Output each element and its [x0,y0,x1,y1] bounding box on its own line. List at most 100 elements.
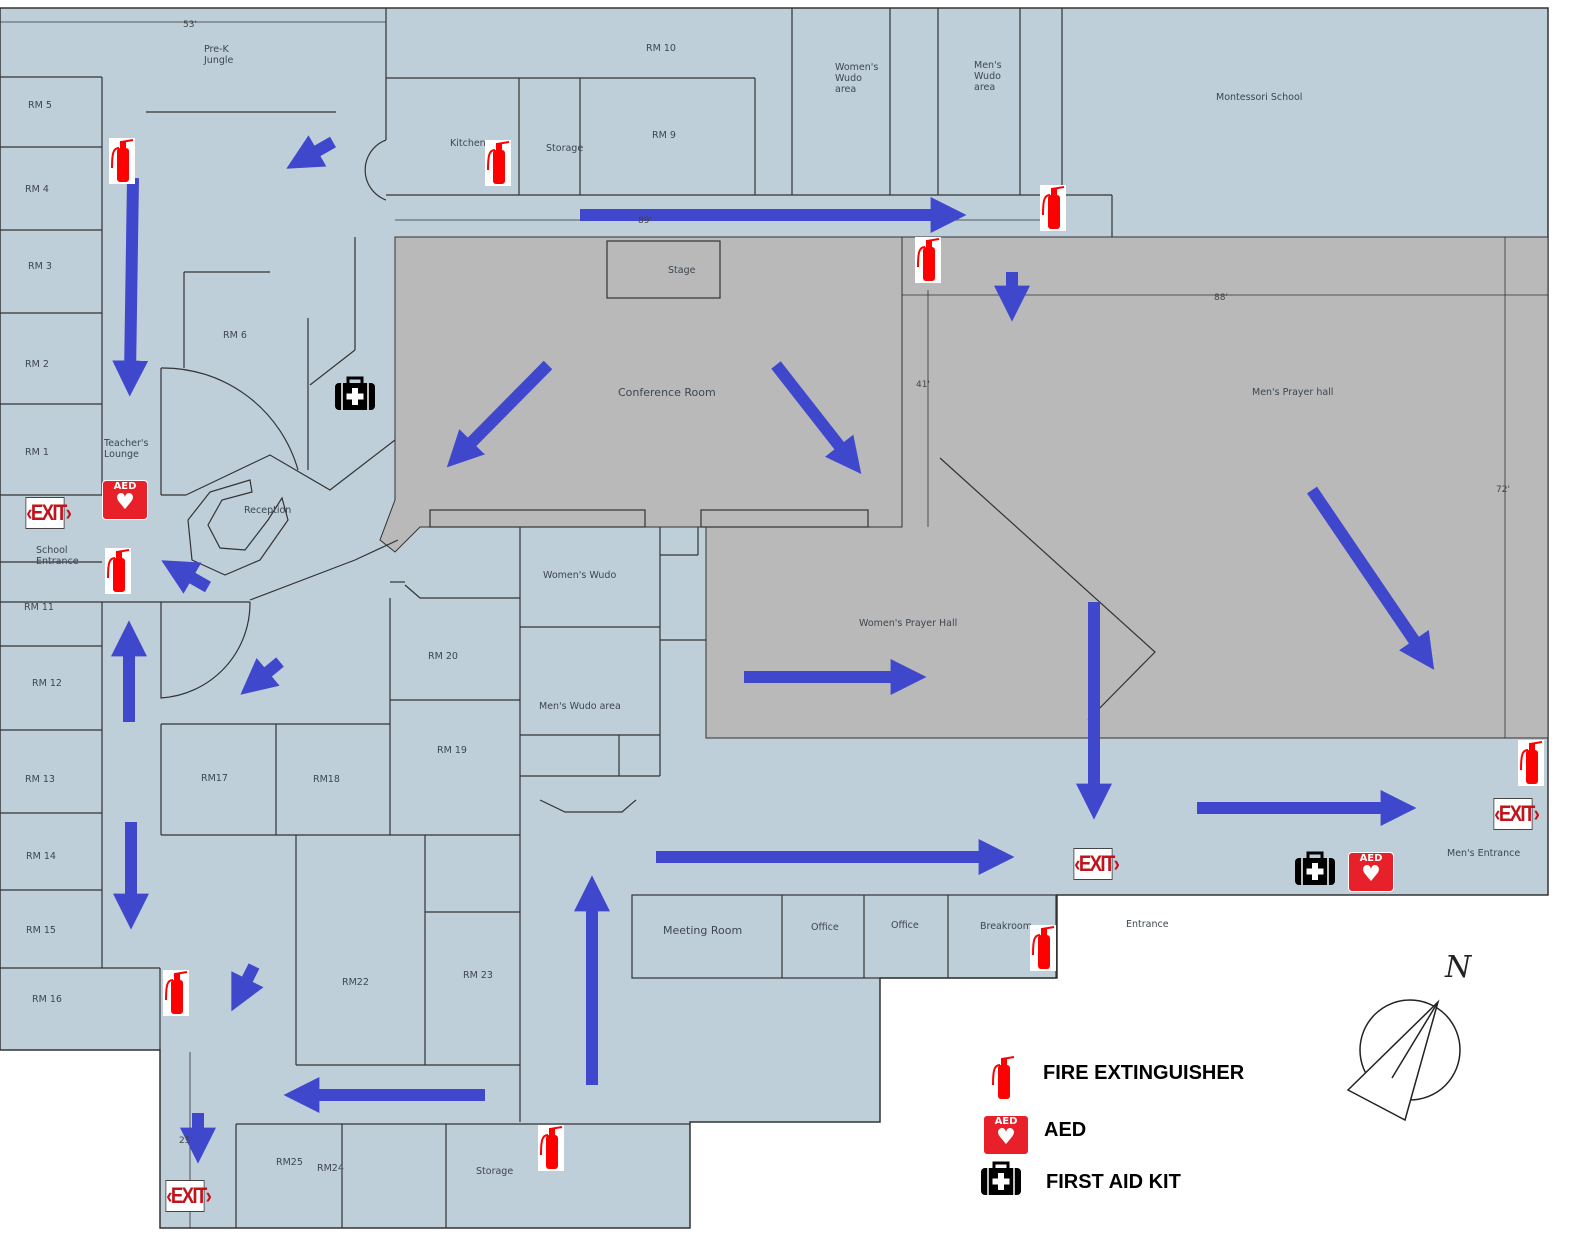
room-label-rm13: RM 13 [25,774,55,785]
fire-extinguisher-icon [915,237,941,283]
room-label-rm23: RM 23 [463,970,493,981]
fire-extinguisher-icon [485,140,511,186]
first-aid-kit-icon [334,375,376,411]
room-label-rm5: RM 5 [28,100,52,111]
evac-arrow [240,657,284,695]
room-label-stage: Stage [668,265,696,276]
evac-arrow [231,963,264,1012]
room-label-storage-bottom: Storage [476,1166,514,1177]
aed-text: AED [1359,853,1383,864]
exit-sign: ‹EXIT› [25,497,72,529]
room-label-rm12: RM 12 [32,678,62,689]
room-label-rm4: RM 4 [25,184,49,195]
exit-sign: ‹EXIT› [1073,848,1120,880]
room-label-entrance: Entrance [1126,919,1169,930]
evac-arrow [1307,486,1435,670]
evac-arrow [446,360,553,468]
room-label-mens-prayer-hall: Men's Prayer hall [1252,387,1334,398]
evac-arrow [161,560,211,594]
walls [0,8,1548,1228]
legend-aed-label: AED [1044,1119,1087,1141]
label-line: Wudo [974,71,1001,82]
room-label-breakroom: Breakroom [980,921,1032,932]
fire-extinguisher-icon [163,970,189,1016]
dimension-label: 25' [179,1136,193,1146]
room-label-womens-wudo: Women's Wudo [543,570,617,581]
room-label-rm22: RM22 [342,977,369,988]
room-label-mens-wudo: Men's Wudo area [539,701,621,712]
room-label-rm3: RM 3 [28,261,52,272]
room-label-rm9: RM 9 [652,130,676,141]
room-label-womens-prayer-hall: Women's Prayer Hall [859,618,958,629]
room-label-rm25: RM25 [276,1157,303,1168]
dimension-label: 88' [1214,293,1228,303]
fire-extinguisher-icon [109,138,135,184]
room-label-storage: Storage [546,143,584,154]
compass-icon [1346,999,1461,1122]
dimension-label: 53' [183,20,197,30]
room-label-rm2: RM 2 [25,359,49,370]
heart-icon: ♥ [1361,862,1381,887]
room-label-rm19: RM 19 [437,745,467,756]
heart-icon: ♥ [996,1125,1016,1150]
legend-aed-icon: AED♥ [983,1115,1029,1155]
label-line: Teacher's [104,438,149,449]
first-aid-kit-icon [1294,850,1336,886]
aed-icon: AED♥ [1348,852,1394,892]
room-label-office-1: Office [811,922,839,933]
label-line: area [835,84,857,95]
fire-extinguisher-icon [1030,925,1056,971]
exit-sign: ‹EXIT› [1493,798,1540,830]
legend-first-aid-kit-icon [980,1160,1022,1196]
room-label-montessori: Montessori School [1216,92,1303,103]
legend-first-aid-label: FIRST AID KIT [1046,1171,1181,1193]
label-line: Women's [835,62,879,73]
fire-extinguisher-icon [105,548,131,594]
label-line: Pre-K [204,44,229,55]
legend-fire-extinguisher-icon [990,1055,1016,1101]
room-label-rm11: RM 11 [24,602,54,613]
dimension-label: 41' [916,380,930,390]
evac-arrow [286,135,336,169]
evacuation-arrows [111,135,1435,1164]
label-line: Jungle [204,55,234,66]
label-line: Lounge [104,449,139,460]
prayer-hall [705,236,1549,739]
compass-north-label: N [1445,950,1472,985]
room-label-meeting: Meeting Room [663,924,743,937]
room-label-rm24: RM24 [317,1163,344,1174]
exit-sign: ‹EXIT› [165,1180,212,1212]
room-label-rm6: RM 6 [223,330,247,341]
fire-extinguisher-icon [538,1125,564,1171]
room-label-reception: Reception [244,505,292,516]
dimension-label: 89' [638,216,652,226]
room-label-rm10: RM 10 [646,43,676,54]
fire-extinguisher-icon [1518,740,1544,786]
room-label-conference: Conference Room [618,386,716,399]
room-label-mens-entrance: Men's Entrance [1447,848,1521,859]
fire-extinguisher-icon [1040,185,1066,231]
aed-icon: AED♥ [102,480,148,520]
label-line: Entrance [36,556,79,567]
aed-text: AED [113,481,137,492]
room-label-kitchen: Kitchen [450,138,486,149]
room-label-rm17: RM17 [201,773,228,784]
heart-icon: ♥ [115,490,135,515]
room-label-rm18: RM18 [313,774,340,785]
room-label-rm20: RM 20 [428,651,458,662]
evac-arrow [112,177,149,397]
room-label-office-2: Office [891,920,919,931]
legend-fire-extinguisher-label: FIRE EXTINGUISHER [1043,1062,1245,1084]
label-line: Men's [974,60,1002,71]
label-line: Wudo [835,73,862,84]
label-line: School [36,545,68,556]
aed-text: AED [994,1116,1018,1127]
evac-arrow [771,361,862,475]
dimension-label: 72' [1496,485,1510,495]
